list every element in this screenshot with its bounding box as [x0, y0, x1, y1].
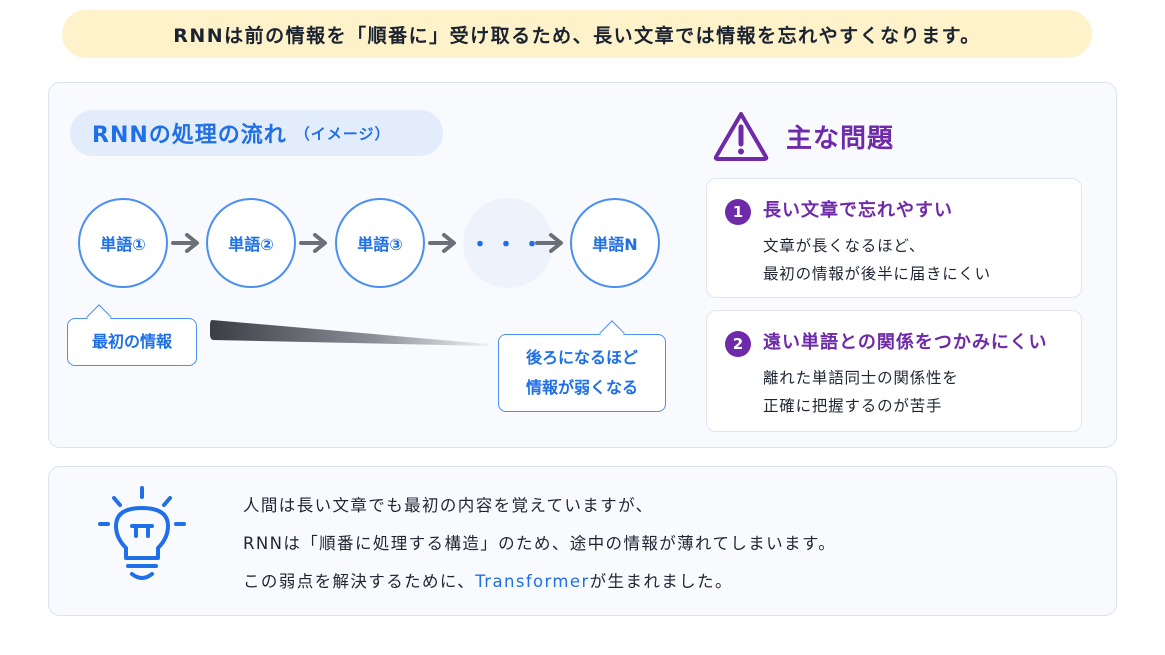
problem-body: 文章が長くなるほど、 最初の情報が後半に届きにくい [763, 232, 991, 288]
arrow-right-icon [535, 233, 563, 253]
problem-body: 離れた単語同士の関係性を 正確に把握するのが苦手 [763, 364, 959, 420]
problem-body-line: 正確に把握するのが苦手 [763, 397, 943, 415]
problem-body-line: 文章が長くなるほど、 [763, 237, 926, 255]
explanation-line-3-post: が生まれました。 [589, 572, 733, 591]
warning-triangle-icon [713, 112, 769, 161]
problem-card-1: 1 長い文章で忘れやすい 文章が長くなるほど、 最初の情報が後半に届きにくい [706, 178, 1082, 298]
arrow-right-icon [299, 233, 327, 253]
arrow-right-icon [171, 233, 199, 253]
problem-heading: 長い文章で忘れやすい [763, 200, 953, 221]
explanation-text: 人間は長い文章でも最初の内容を覚えていますが、 RNNは「順番に処理する構造」の… [243, 487, 836, 601]
problem-heading: 遠い単語との関係をつかみにくい [763, 332, 1048, 353]
problems-title: 主な問題 [786, 123, 895, 154]
flow-title: RNNの処理の流れ （イメージ） [70, 110, 443, 156]
callout-first-info-text: 最初の情報 [91, 332, 172, 351]
explanation-line-2: RNNは「順番に処理する構造」のため、途中の情報が薄れてしまいます。 [243, 534, 837, 553]
explanation-line-3: この弱点を解決するために、Transformerが生まれました。 [243, 563, 836, 601]
summary-banner: RNNは前の情報を「順番に」受け取るため、長い文章では情報を忘れやすくなります。 [62, 10, 1092, 58]
problem-number-badge: 2 [725, 331, 751, 357]
flow-node-word-2: 単語② [206, 198, 296, 288]
information-fade-wedge [210, 320, 488, 346]
arrow-right-icon [428, 233, 456, 253]
flow-node-word-3: 単語③ [335, 198, 425, 288]
explanation-line-1: 人間は長い文章でも最初の内容を覚えていますが、 [243, 496, 654, 515]
problem-number-badge: 1 [725, 199, 751, 225]
callout-fading-info: 後ろになるほど 情報が弱くなる [498, 320, 666, 412]
flow-title-sub: （イメージ） [294, 124, 391, 143]
problem-card-2: 2 遠い単語との関係をつかみにくい 離れた単語同士の関係性を 正確に把握するのが… [706, 310, 1082, 432]
callout-fading-line-2: 情報が弱くなる [525, 378, 638, 397]
explanation-note-card [48, 466, 1117, 616]
lightbulb-icon [98, 486, 186, 580]
callout-first-info: 最初の情報 [67, 304, 197, 366]
flow-title-text: RNNの処理の流れ [92, 123, 287, 148]
problem-body-line: 離れた単語同士の関係性を [763, 369, 959, 387]
callout-fading-line-1: 後ろになるほど [525, 348, 638, 367]
transformer-highlight: Transformer [475, 572, 590, 591]
explanation-line-3-pre: この弱点を解決するために、 [243, 572, 476, 591]
flow-node-word-1: 単語① [78, 198, 168, 288]
problems-header: 主な問題 [712, 108, 894, 164]
problem-body-line: 最初の情報が後半に届きにくい [763, 265, 991, 283]
flow-node-word-n: 単語N [570, 198, 660, 288]
flow-node-ellipsis: ・・・ [463, 198, 553, 288]
